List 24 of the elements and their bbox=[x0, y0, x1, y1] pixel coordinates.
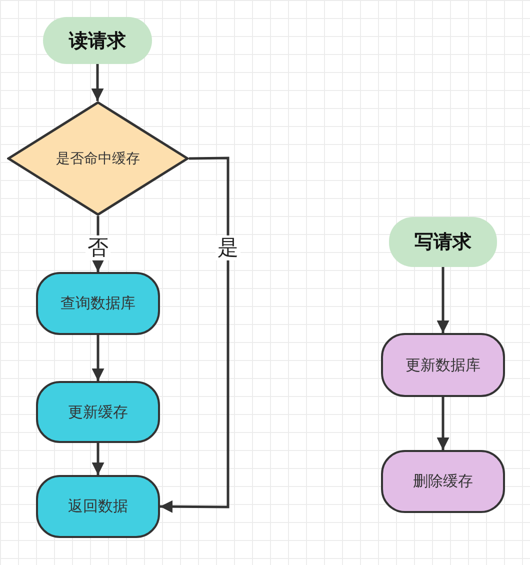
arrow bbox=[436, 267, 450, 333]
process-terminal bbox=[36, 475, 160, 538]
process-terminal bbox=[36, 272, 160, 335]
start-terminal bbox=[43, 17, 152, 64]
process-terminal bbox=[36, 381, 160, 443]
edge-label: 否 bbox=[86, 235, 110, 261]
node-label: 是否命中缓存 bbox=[56, 150, 140, 168]
node-label: 更新数据库 bbox=[406, 356, 480, 374]
process-terminal bbox=[381, 333, 505, 397]
node-label: 更新缓存 bbox=[68, 402, 128, 422]
start-terminal bbox=[389, 217, 497, 267]
node-label: 删除缓存 bbox=[413, 472, 473, 491]
edge-label: 是 bbox=[216, 235, 240, 261]
node-label: 写请求 bbox=[414, 230, 472, 255]
arrow bbox=[91, 64, 104, 101]
arrow bbox=[160, 156, 230, 513]
arrow bbox=[92, 335, 104, 381]
node-label: 返回数据 bbox=[68, 497, 128, 516]
arrow bbox=[92, 443, 104, 475]
node-label: 查询数据库 bbox=[60, 294, 136, 313]
arrow bbox=[436, 397, 450, 450]
process-terminal bbox=[381, 450, 505, 513]
decision-diamond bbox=[7, 101, 189, 216]
node-label: 读请求 bbox=[69, 28, 126, 54]
